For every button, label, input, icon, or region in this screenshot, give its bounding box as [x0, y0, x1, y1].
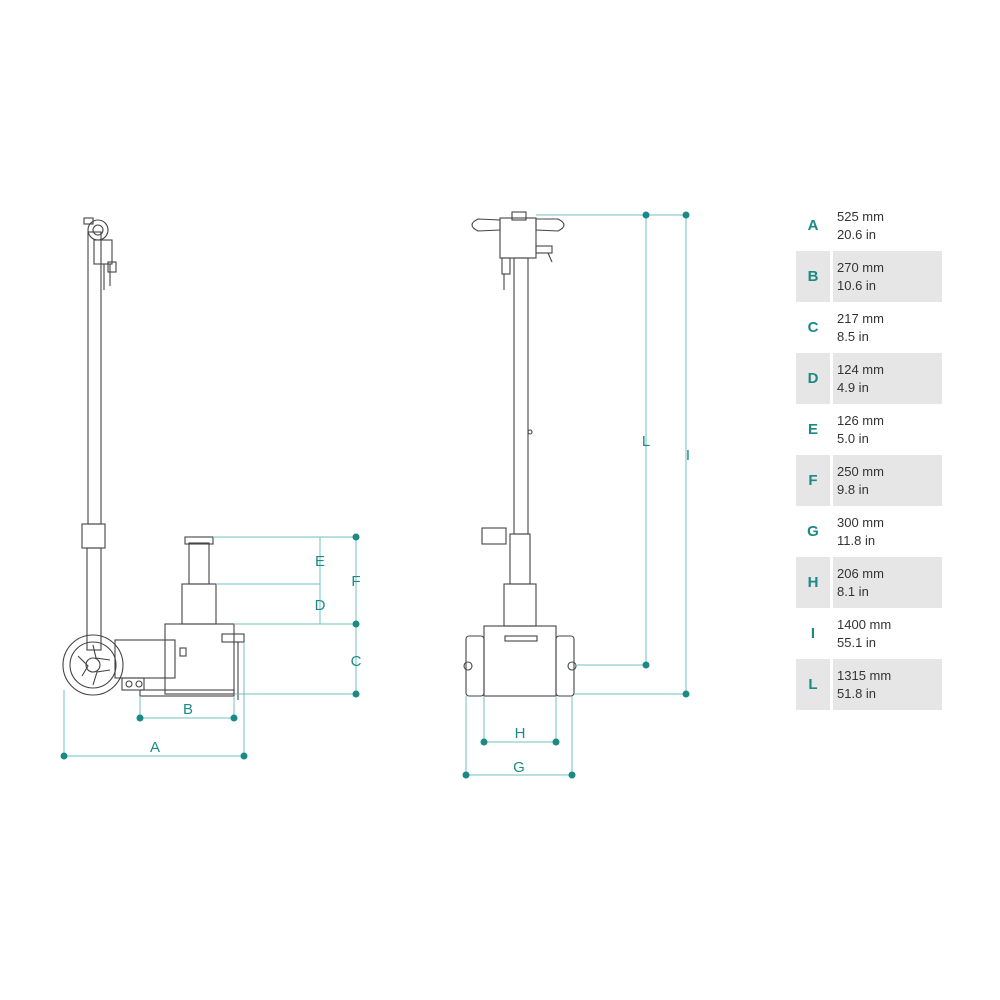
spec-value-in: 55.1 in — [837, 634, 877, 650]
spec-values: 525 mm 20.6 in — [833, 200, 942, 251]
spec-row-e: E 126 mm 5.0 in — [796, 404, 942, 455]
spec-key: G — [807, 523, 819, 540]
spec-values: 124 mm 4.9 in — [833, 353, 942, 404]
spec-values: 270 mm 10.6 in — [833, 251, 942, 302]
front-ram — [503, 583, 537, 627]
dim-label-l: L — [642, 433, 650, 450]
spec-row-i: I 1400 mm 55.1 in — [796, 608, 942, 659]
front-handle-tube — [513, 257, 529, 535]
side-view-letters: E D F C B A — [150, 553, 362, 756]
spec-value-mm: 1315 mm — [837, 667, 892, 683]
dim-label-h: H — [515, 725, 526, 742]
jack-base-plate — [139, 689, 235, 697]
dim-label-d: D — [315, 597, 326, 614]
dim-label-f: F — [351, 573, 360, 590]
dim-label-i: I — [686, 447, 690, 464]
handle-head-block — [499, 217, 537, 259]
front-view-dimension-dots — [462, 211, 690, 779]
dim-label-g: G — [513, 759, 525, 776]
left-wheel — [465, 635, 485, 697]
spec-values: 126 mm 5.0 in — [833, 404, 942, 455]
spec-value-in: 11.8 in — [837, 532, 876, 548]
side-view-dimension-lines — [63, 536, 357, 757]
spec-value-in: 9.8 in — [837, 481, 869, 497]
spec-value-in: 51.8 in — [837, 685, 877, 701]
spec-key: F — [796, 455, 830, 506]
spec-value-mm: 206 mm — [837, 565, 884, 581]
spec-values: 1315 mm 51.8 in — [833, 659, 942, 710]
spec-key: I — [810, 625, 816, 642]
spec-key: E — [807, 421, 818, 438]
dimension-spec-table: A 525 mm 20.6 in B 270 mm 10.6 in C 217 mm 8.5 i… — [796, 200, 942, 710]
dim-label-a: A — [150, 739, 160, 756]
spec-values: 206 mm 8.1 in — [833, 557, 942, 608]
spec-value-in: 10.6 in — [837, 277, 877, 293]
spec-value-mm: 217 mm — [837, 310, 884, 326]
spec-row-d: D 124 mm 4.9 in — [796, 353, 942, 404]
spec-value-in: 4.9 in — [837, 379, 869, 395]
spec-value-in: 5.0 in — [837, 430, 869, 446]
spec-row-b: B 270 mm 10.6 in — [796, 251, 942, 302]
handle-tube — [87, 231, 102, 525]
handle-collar — [81, 523, 106, 549]
spec-values: 250 mm 9.8 in — [833, 455, 942, 506]
spec-row-a: A 525 mm 20.6 in — [796, 200, 942, 251]
side-view-jack — [62, 217, 245, 700]
dim-label-c: C — [351, 653, 362, 670]
spec-key: D — [796, 353, 830, 404]
spec-value-mm: 124 mm — [837, 361, 884, 377]
spec-values: 217 mm 8.5 in — [833, 302, 942, 353]
t-handle-left — [471, 218, 501, 232]
spec-row-g: G 300 mm 11.8 in — [796, 506, 942, 557]
spec-row-h: H 206 mm 8.1 in — [796, 557, 942, 608]
ram-stage-2 — [188, 542, 210, 585]
spec-key: A — [807, 217, 819, 234]
handle-head — [87, 219, 109, 241]
front-view-letters: L I H G — [513, 433, 690, 776]
spec-row-c: C 217 mm 8.5 in — [796, 302, 942, 353]
spec-value-mm: 525 mm — [837, 208, 884, 224]
spec-value-mm: 250 mm — [837, 463, 884, 479]
spec-value-in: 8.5 in — [837, 328, 869, 344]
spec-value-mm: 270 mm — [837, 259, 884, 275]
dim-label-b: B — [183, 701, 193, 718]
t-handle-right — [535, 218, 565, 232]
spec-key: B — [796, 251, 830, 302]
right-wheel — [555, 635, 575, 697]
release-pedal — [221, 633, 245, 643]
ram-stage-1 — [181, 583, 217, 625]
dim-label-e: E — [315, 553, 325, 570]
side-view-dimension-dots — [60, 533, 360, 760]
wheel — [62, 634, 124, 696]
spec-value-mm: 300 mm — [837, 514, 884, 530]
spec-value-mm: 126 mm — [837, 412, 884, 428]
spec-value-in: 20.6 in — [837, 226, 877, 242]
spec-value-mm: 1400 mm — [837, 616, 892, 632]
spec-key: C — [807, 319, 819, 336]
front-view-jack — [463, 211, 577, 697]
spec-values: 300 mm 11.8 in — [833, 506, 942, 557]
spec-row-f: F 250 mm 9.8 in — [796, 455, 942, 506]
spec-row-l: L 1315 mm 51.8 in — [796, 659, 942, 710]
spec-value-in: 8.1 in — [837, 583, 869, 599]
valve-block — [93, 239, 113, 265]
spec-key: L — [796, 659, 830, 710]
spec-values: 1400 mm 55.1 in — [833, 608, 942, 659]
spec-key: H — [796, 557, 830, 608]
front-view-dimension-lines — [465, 214, 687, 776]
saddle — [184, 536, 214, 545]
